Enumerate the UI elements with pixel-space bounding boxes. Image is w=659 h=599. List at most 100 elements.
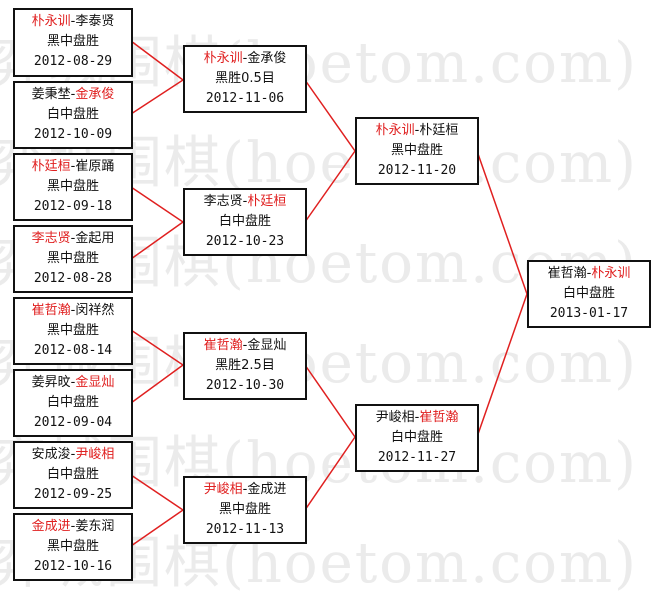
player-name: 金显灿 (247, 338, 287, 353)
player-name: 朴廷桓 (419, 123, 459, 138)
match-date: 2012-08-14 (33, 343, 113, 358)
match-players: 李志贤-金起用 (15, 229, 131, 249)
match-result: 白中盘胜 (562, 286, 615, 301)
match-box: 朴永训-李泰贤 黑中盘胜 2012-08-29 (13, 8, 133, 77)
match-players: 尹峻相-金成进 (185, 480, 305, 500)
player-name: 金起用 (75, 231, 115, 246)
connector (476, 150, 528, 438)
player-name: 尹峻相 (375, 410, 415, 425)
separator: - (242, 482, 248, 497)
match-box: 朴永训-朴廷桓 黑中盘胜 2012-11-20 (355, 117, 479, 185)
player-name: 李泰贤 (75, 14, 115, 29)
separator: - (242, 194, 248, 209)
player-name: 金成进 (31, 519, 71, 534)
player-name: 金显灿 (75, 375, 115, 390)
match-date: 2012-11-13 (205, 522, 285, 537)
match-players: 崔哲瀚-闵祥然 (15, 301, 131, 321)
match-players: 朴永训-金承俊 (185, 49, 305, 69)
match-date: 2012-11-27 (377, 450, 457, 465)
player-name: 金承俊 (75, 87, 115, 102)
match-result: 白中盘胜 (46, 395, 99, 410)
match-players: 李志贤-朴廷桓 (185, 192, 305, 212)
match-box: 尹峻相-金成进 黑中盘胜 2012-11-13 (183, 476, 307, 544)
connector (130, 329, 185, 404)
match-players: 朴永训-朴廷桓 (357, 121, 477, 141)
player-name: 朴永训 (591, 266, 631, 281)
match-result: 白中盘胜 (46, 107, 99, 122)
player-name: 崔哲瀚 (31, 303, 71, 318)
player-name: 金成进 (247, 482, 287, 497)
match-box: 李志贤-金起用 黑中盘胜 2012-08-28 (13, 225, 133, 293)
match-result: 黑中盘胜 (46, 251, 99, 266)
match-box: 尹峻相-崔哲瀚 白中盘胜 2012-11-27 (355, 404, 479, 472)
player-name: 朴永训 (203, 51, 243, 66)
match-players: 崔哲瀚-朴永训 (529, 264, 649, 284)
match-date: 2012-09-04 (33, 415, 113, 430)
match-players: 姜秉埜-金承俊 (15, 85, 131, 105)
match-date: 2012-10-09 (33, 127, 113, 142)
player-name: 金承俊 (247, 51, 287, 66)
separator: - (70, 303, 76, 318)
separator: - (70, 447, 76, 462)
connector (304, 79, 356, 223)
match-players: 朴廷桓-崔原踊 (15, 157, 131, 177)
match-box: 金成进-姜东润 黑中盘胜 2012-10-16 (13, 513, 133, 581)
player-name: 姜东润 (75, 519, 115, 534)
player-name: 尹峻相 (75, 447, 115, 462)
connector (130, 474, 185, 547)
match-date: 2012-10-23 (205, 234, 285, 249)
player-name: 闵祥然 (75, 303, 115, 318)
player-name: 崔原踊 (75, 159, 115, 174)
match-players: 崔哲瀚-金显灿 (185, 336, 305, 356)
match-result: 黑中盘胜 (46, 323, 99, 338)
match-date: 2012-08-29 (33, 54, 113, 69)
match-box: 朴廷桓-崔原踊 黑中盘胜 2012-09-18 (13, 153, 133, 221)
match-players: 朴永训-李泰贤 (15, 12, 131, 32)
connector (130, 40, 185, 115)
match-result: 黑胜0.5目 (215, 71, 275, 86)
player-name: 朴永训 (375, 123, 415, 138)
match-result: 白中盘胜 (390, 430, 443, 445)
match-players: 尹峻相-崔哲瀚 (357, 408, 477, 428)
match-result: 黑中盘胜 (46, 179, 99, 194)
separator: - (414, 123, 420, 138)
separator: - (414, 410, 420, 425)
match-box: 朴永训-金承俊 黑胜0.5目 2012-11-06 (183, 45, 307, 113)
player-name: 朴廷桓 (247, 194, 287, 209)
match-date: 2012-11-20 (377, 163, 457, 178)
match-box: 李志贤-朴廷桓 白中盘胜 2012-10-23 (183, 188, 307, 256)
match-result: 黑中盘胜 (218, 502, 271, 517)
match-result: 白中盘胜 (218, 214, 271, 229)
match-players: 安成浚-尹峻相 (15, 445, 131, 465)
separator: - (70, 231, 76, 246)
match-box: 姜秉埜-金承俊 白中盘胜 2012-10-09 (13, 81, 133, 149)
separator: - (70, 14, 76, 29)
match-date: 2012-09-18 (33, 199, 113, 214)
player-name: 崔哲瀚 (203, 338, 243, 353)
player-name: 安成浚 (31, 447, 71, 462)
match-result: 黑胜2.5目 (215, 358, 275, 373)
match-box: 崔哲瀚-闵祥然 黑中盘胜 2012-08-14 (13, 297, 133, 365)
player-name: 姜昇旼 (31, 375, 71, 390)
match-result: 黑中盘胜 (390, 143, 443, 158)
match-date: 2012-08-28 (33, 271, 113, 286)
final-match-box: 崔哲瀚-朴永训 白中盘胜 2013-01-17 (527, 260, 651, 328)
separator: - (70, 375, 76, 390)
player-name: 朴廷桓 (31, 159, 71, 174)
player-name: 李志贤 (203, 194, 243, 209)
match-result: 黑中盘胜 (46, 34, 99, 49)
player-name: 李志贤 (31, 231, 71, 246)
match-box: 安成浚-尹峻相 白中盘胜 2012-09-25 (13, 441, 133, 509)
match-players: 姜昇旼-金显灿 (15, 373, 131, 393)
player-name: 崔哲瀚 (419, 410, 459, 425)
player-name: 朴永训 (31, 14, 71, 29)
separator: - (586, 266, 592, 281)
match-result: 白中盘胜 (46, 467, 99, 482)
player-name: 尹峻相 (203, 482, 243, 497)
match-date: 2012-09-25 (33, 487, 113, 502)
separator: - (70, 87, 76, 102)
match-box: 崔哲瀚-金显灿 黑胜2.5目 2012-10-30 (183, 332, 307, 400)
player-name: 崔哲瀚 (547, 266, 587, 281)
player-name: 姜秉埜 (31, 87, 71, 102)
separator: - (70, 159, 76, 174)
